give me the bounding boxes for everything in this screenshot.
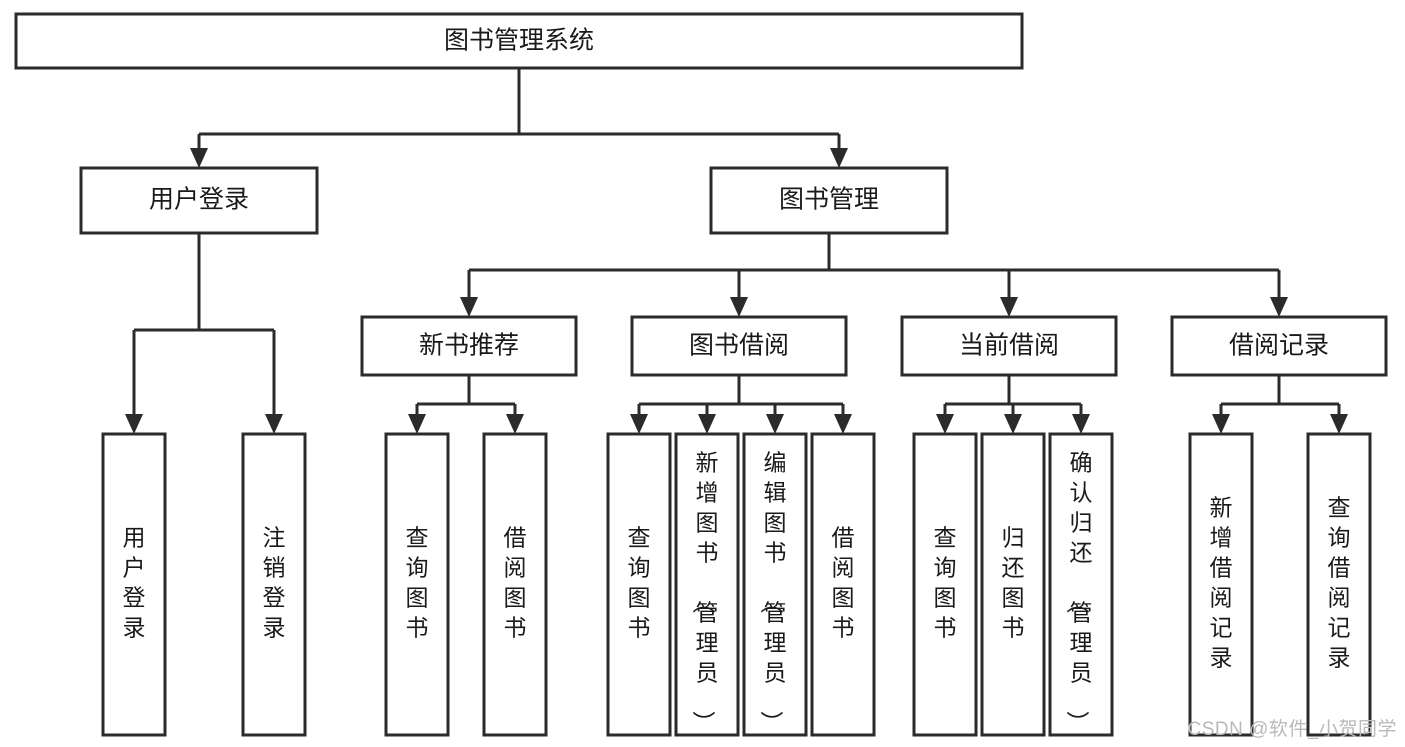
- leaf-query-book-cur-box[interactable]: [912, 432, 978, 737]
- node-borrow-record[interactable]: 借阅记录: [1170, 315, 1388, 377]
- leaf-confirm-return-label: 确认归还（管理员）: [1065, 450, 1093, 734]
- leaf-edit-book-admin-box[interactable]: [742, 432, 808, 737]
- leaf-node-layer: 用户登录 注销登录 查询图书 借阅图书 查询图书 新增图书（管理员） 编辑图书（管理员） 借阅…: [101, 432, 1372, 737]
- arrow-head-leaf-query-book-borrow: [630, 414, 648, 434]
- arrow-head-leaf-query-book-rec: [408, 414, 426, 434]
- connector-root-to-level2: [190, 68, 848, 168]
- arrow-head-leaf-add-record: [1212, 414, 1230, 434]
- node-root[interactable]: 图书管理系统: [14, 12, 1024, 70]
- leaf-logout-label: 注销登录: [263, 525, 286, 641]
- node-book-manage[interactable]: 图书管理: [709, 166, 949, 235]
- leaf-add-book-admin-label: 新增图书（管理员）: [691, 450, 719, 734]
- leaf-borrow-book-label: 借阅图书: [832, 525, 855, 641]
- leaf-query-book-rec-label: 查询图书: [406, 525, 429, 641]
- leaf-query-book-borrow[interactable]: 查询图书: [606, 432, 672, 737]
- leaf-add-record-label: 新增借阅记录: [1210, 495, 1233, 671]
- node-root-label: 图书管理系统: [444, 27, 594, 55]
- leaf-query-book-rec-box[interactable]: [384, 432, 450, 737]
- node-user-login-label: 用户登录: [149, 186, 249, 214]
- connector-borrowrecord-to-leaves: [1212, 375, 1348, 434]
- leaf-query-book-cur-label: 查询图书: [934, 525, 957, 641]
- leaf-logout[interactable]: 注销登录: [241, 432, 307, 737]
- arrow-head-borrow-record: [1270, 297, 1288, 317]
- leaf-query-record-label: 查询借阅记录: [1328, 495, 1351, 671]
- leaf-add-record-box[interactable]: [1188, 432, 1254, 737]
- node-book-borrow[interactable]: 图书借阅: [630, 315, 848, 377]
- connector-currentborrow-to-leaves: [936, 375, 1090, 434]
- arrow-head-leaf-borrow-book-rec: [506, 414, 524, 434]
- arrow-head-new-book-rec: [460, 297, 478, 317]
- leaf-borrow-book-rec[interactable]: 借阅图书: [482, 432, 548, 737]
- arrow-head-leaf-edit-book-admin: [766, 414, 784, 434]
- node-current-borrow-box[interactable]: [900, 315, 1118, 377]
- node-root-box[interactable]: [14, 12, 1024, 70]
- connector-bookmanage-to-level3: [460, 233, 1288, 317]
- node-new-book-rec[interactable]: 新书推荐: [360, 315, 578, 377]
- arrow-head-leaf-borrow-book: [834, 414, 852, 434]
- leaf-query-book-rec[interactable]: 查询图书: [384, 432, 450, 737]
- leaf-query-book-borrow-box[interactable]: [606, 432, 672, 737]
- arrow-head-leaf-add-book-admin: [698, 414, 716, 434]
- leaf-borrow-book[interactable]: 借阅图书: [810, 432, 876, 737]
- node-current-borrow-label: 当前借阅: [959, 332, 1059, 360]
- leaf-query-book-borrow-label: 查询图书: [628, 525, 651, 641]
- arrow-head-leaf-query-record: [1330, 414, 1348, 434]
- connector-userlogin-to-leaves: [125, 233, 283, 434]
- leaf-return-book-box[interactable]: [980, 432, 1046, 737]
- leaf-user-login-label: 用户登录: [123, 525, 146, 641]
- leaf-borrow-book-rec-label: 借阅图书: [504, 525, 527, 641]
- arrow-head-user-login: [190, 148, 208, 168]
- node-book-borrow-box[interactable]: [630, 315, 848, 377]
- node-book-manage-label: 图书管理: [779, 186, 879, 214]
- leaf-user-login-box[interactable]: [101, 432, 167, 737]
- leaf-edit-book-admin-label: 编辑图书（管理员）: [759, 450, 787, 734]
- leaf-return-book[interactable]: 归还图书: [980, 432, 1046, 737]
- arrow-head-book-manage: [830, 148, 848, 168]
- arrow-head-leaf-user-login: [125, 414, 143, 434]
- leaf-confirm-return[interactable]: 确认归还（管理员）: [1048, 432, 1114, 737]
- arrow-head-leaf-logout: [265, 414, 283, 434]
- node-book-manage-box[interactable]: [709, 166, 949, 235]
- arrow-head-leaf-query-book-cur: [936, 414, 954, 434]
- connector-newbook-to-leaves: [408, 375, 524, 434]
- leaf-confirm-return-box[interactable]: [1048, 432, 1114, 737]
- connector-bookborrow-to-leaves: [630, 375, 852, 434]
- node-new-book-rec-label: 新书推荐: [419, 332, 519, 360]
- leaf-query-book-cur[interactable]: 查询图书: [912, 432, 978, 737]
- leaf-edit-book-admin[interactable]: 编辑图书（管理员）: [742, 432, 808, 737]
- leaf-return-book-label: 归还图书: [1002, 525, 1025, 641]
- arrow-head-leaf-return-book: [1004, 414, 1022, 434]
- leaf-add-book-admin-box[interactable]: [674, 432, 740, 737]
- leaf-logout-box[interactable]: [241, 432, 307, 737]
- leaf-borrow-book-box[interactable]: [810, 432, 876, 737]
- leaf-user-login[interactable]: 用户登录: [101, 432, 167, 737]
- arrow-head-book-borrow: [730, 297, 748, 317]
- node-new-book-rec-box[interactable]: [360, 315, 578, 377]
- node-borrow-record-box[interactable]: [1170, 315, 1388, 377]
- leaf-query-record-box[interactable]: [1306, 432, 1372, 737]
- leaf-add-record[interactable]: 新增借阅记录: [1188, 432, 1254, 737]
- leaf-add-book-admin[interactable]: 新增图书（管理员）: [674, 432, 740, 737]
- arrow-head-leaf-confirm-return: [1072, 414, 1090, 434]
- node-borrow-record-label: 借阅记录: [1229, 332, 1329, 360]
- leaf-query-record[interactable]: 查询借阅记录: [1306, 432, 1372, 737]
- node-user-login-box[interactable]: [79, 166, 319, 235]
- node-book-borrow-label: 图书借阅: [689, 332, 789, 360]
- leaf-borrow-book-rec-box[interactable]: [482, 432, 548, 737]
- node-current-borrow[interactable]: 当前借阅: [900, 315, 1118, 377]
- arrow-head-current-borrow: [1000, 297, 1018, 317]
- node-user-login[interactable]: 用户登录: [79, 166, 319, 235]
